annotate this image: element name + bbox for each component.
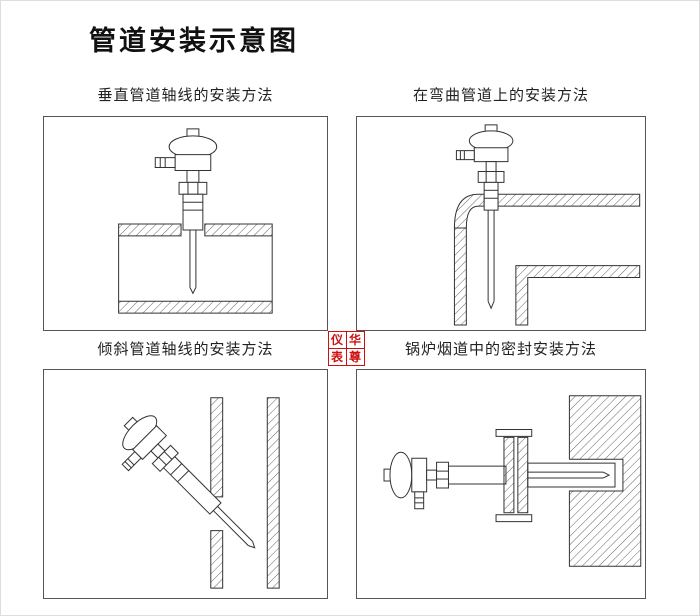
vertical-pipe-section — [211, 398, 279, 588]
watermark-char: 华 — [345, 330, 365, 349]
caption-elbow-install: 在弯曲管道上的安装方法 — [412, 88, 589, 104]
panel-vertical-install — [43, 116, 328, 331]
seal-flange-assembly — [448, 429, 615, 521]
drawing-elbow-install — [357, 117, 645, 330]
caption-vertical-install: 垂直管道轴线的安装方法 — [97, 88, 274, 104]
caption-flue-seal-install: 锅炉烟道中的密封安装方法 — [404, 342, 597, 358]
flue-wall — [569, 396, 640, 567]
watermark-char: 表 — [327, 347, 347, 366]
page-title: 管道安装示意图 — [89, 26, 299, 56]
drawing-flue-seal-install — [357, 370, 645, 598]
thermocouple — [104, 406, 270, 572]
thermocouple — [384, 452, 609, 509]
panel-elbow-install — [356, 116, 646, 331]
watermark-char: 仪 — [327, 330, 347, 349]
thermocouple — [456, 125, 512, 308]
watermark-stamp: 仪 华 表 尊 — [327, 330, 365, 366]
watermark-char: 尊 — [345, 347, 365, 366]
pipe-section — [119, 224, 273, 313]
thermocouple — [155, 129, 216, 293]
elbow-pipe-section — [454, 194, 639, 325]
panel-flue-seal-install — [356, 369, 646, 599]
caption-inclined-install: 倾斜管道轴线的安装方法 — [97, 342, 274, 358]
panel-inclined-install — [43, 369, 328, 599]
drawing-inclined-install — [44, 370, 327, 598]
drawing-vertical-install — [44, 117, 327, 330]
